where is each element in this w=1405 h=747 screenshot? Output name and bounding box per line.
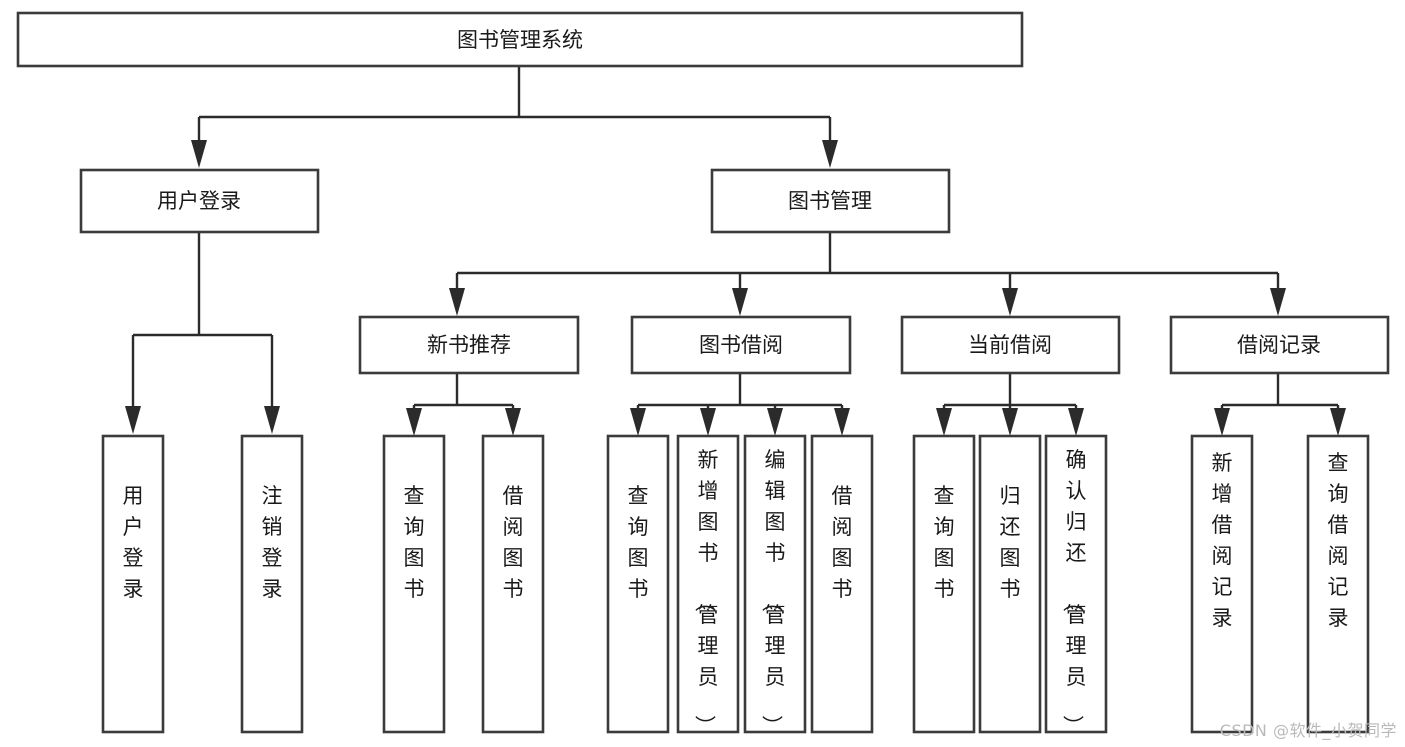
node-book-borrow-label: 图书借阅 [699, 333, 783, 357]
node-leaf-query-book-3[interactable]: 查询图书 [912, 434, 976, 734]
node-leaf-query-book-2[interactable]: 查询图书 [606, 434, 670, 734]
node-leaf-add-record-box[interactable] [1190, 434, 1254, 734]
connector-group-book-borrow [630, 373, 850, 436]
node-book-borrow-box[interactable] [630, 315, 852, 375]
node-leaf-query-book-1[interactable]: 查询图书 [382, 434, 446, 734]
node-new-book-recommend-box[interactable] [358, 315, 580, 375]
arrow-to-leaf-return-book [1002, 408, 1018, 436]
node-root[interactable]: 图书管理系统 [16, 11, 1024, 68]
node-leaf-user-login[interactable]: 用户登录 [101, 434, 165, 734]
node-borrow-record-box[interactable] [1169, 315, 1390, 375]
node-leaf-query-book-3-label: 查询图书 [934, 484, 955, 601]
arrow-to-user-login [191, 140, 207, 168]
node-leaf-user-logout-label: 注销登录 [262, 484, 283, 601]
node-leaf-return-book-box[interactable] [978, 434, 1042, 734]
node-current-borrow[interactable]: 当前借阅 [900, 315, 1121, 375]
node-leaf-query-book-2-label: 查询图书 [628, 484, 649, 601]
node-new-book-recommend-label: 新书推荐 [427, 333, 511, 357]
arrow-to-borrow-record [1270, 288, 1286, 316]
node-leaf-query-book-1-label: 查询图书 [404, 484, 425, 601]
node-leaf-query-book-2-box[interactable] [606, 434, 670, 734]
connector-group-user-login [125, 232, 280, 434]
node-leaf-query-book-3-box[interactable] [912, 434, 976, 734]
node-root-label: 图书管理系统 [457, 28, 583, 52]
arrow-to-leaf-confirm-return [1068, 408, 1084, 436]
node-leaf-user-logout[interactable]: 注销登录 [240, 434, 304, 734]
node-leaf-query-record-label: 查询借阅记录 [1328, 451, 1349, 630]
node-leaf-edit-book[interactable]: 编辑图书（管理员） [743, 434, 807, 736]
node-borrow-record[interactable]: 借阅记录 [1169, 315, 1390, 375]
node-leaf-add-book-label: 新增图书（管理员） [693, 448, 719, 736]
csdn-watermark: CSDN @软件_小贺同学 [1219, 721, 1397, 740]
arrow-to-leaf-query-book-1 [406, 408, 422, 436]
node-leaf-add-book-box[interactable] [676, 434, 740, 734]
node-leaf-borrow-book-1-label: 借阅图书 [503, 484, 524, 601]
node-leaf-borrow-book-2[interactable]: 借阅图书 [810, 434, 874, 734]
node-root-box[interactable] [16, 11, 1024, 68]
node-leaf-add-record[interactable]: 新增借阅记录 [1190, 434, 1254, 734]
node-book-borrow[interactable]: 图书借阅 [630, 315, 852, 375]
arrow-to-new-book-recommend [449, 288, 465, 316]
node-leaf-query-record[interactable]: 查询借阅记录 [1306, 434, 1370, 734]
connector-group-book-management [449, 232, 1286, 316]
node-book-management[interactable]: 图书管理 [710, 168, 951, 234]
arrow-to-leaf-borrow-book-1 [505, 408, 521, 436]
node-leaf-borrow-book-2-box[interactable] [810, 434, 874, 734]
node-leaf-edit-book-box[interactable] [743, 434, 807, 734]
node-new-book-recommend[interactable]: 新书推荐 [358, 315, 580, 375]
node-leaf-query-record-box[interactable] [1306, 434, 1370, 734]
node-leaf-return-book-label: 归还图书 [1000, 484, 1021, 601]
node-leaf-borrow-book-1-box[interactable] [481, 434, 545, 734]
arrow-to-current-borrow [1002, 288, 1018, 316]
arrow-to-leaf-user-logout [264, 406, 280, 434]
node-leaf-borrow-book-1[interactable]: 借阅图书 [481, 434, 545, 734]
node-user-login-box[interactable] [79, 168, 320, 234]
arrow-to-leaf-add-record [1214, 408, 1230, 436]
node-book-management-box[interactable] [710, 168, 951, 234]
arrow-to-leaf-query-book-2 [630, 408, 646, 436]
connector-group-borrow-record [1214, 373, 1346, 436]
node-leaf-confirm-return-box[interactable] [1044, 434, 1108, 734]
node-leaf-return-book[interactable]: 归还图书 [978, 434, 1042, 734]
node-user-login[interactable]: 用户登录 [79, 168, 320, 234]
node-leaf-borrow-book-2-label: 借阅图书 [832, 484, 853, 601]
arrow-to-leaf-user-login [125, 406, 141, 434]
node-user-login-label: 用户登录 [157, 189, 241, 213]
node-borrow-record-label: 借阅记录 [1237, 333, 1321, 357]
node-leaf-confirm-return[interactable]: 确认归还（管理员） [1044, 434, 1108, 736]
node-book-management-label: 图书管理 [788, 189, 872, 213]
node-leaf-add-book[interactable]: 新增图书（管理员） [676, 434, 740, 736]
node-leaf-confirm-return-label: 确认归还（管理员） [1061, 448, 1087, 736]
connector-group-root [191, 66, 838, 168]
node-leaf-edit-book-label: 编辑图书（管理员） [760, 448, 786, 736]
arrow-to-book-borrow [732, 288, 748, 316]
arrow-to-book-management [822, 140, 838, 168]
node-leaf-user-login-label: 用户登录 [123, 484, 144, 601]
connector-group-new-book-recommend [406, 373, 521, 436]
node-leaf-add-record-label: 新增借阅记录 [1212, 451, 1233, 630]
node-leaf-query-book-1-box[interactable] [382, 434, 446, 734]
arrow-to-leaf-query-book-3 [936, 408, 952, 436]
connector-group-current-borrow [936, 373, 1084, 436]
node-leaf-user-logout-box[interactable] [240, 434, 304, 734]
arrow-to-leaf-add-book [700, 408, 716, 436]
node-leaf-user-login-box[interactable] [101, 434, 165, 734]
node-current-borrow-label: 当前借阅 [968, 333, 1052, 357]
arrow-to-leaf-borrow-book-2 [834, 408, 850, 436]
arrow-to-leaf-query-record [1330, 408, 1346, 436]
arrow-to-leaf-edit-book [767, 408, 783, 436]
node-current-borrow-box[interactable] [900, 315, 1121, 375]
